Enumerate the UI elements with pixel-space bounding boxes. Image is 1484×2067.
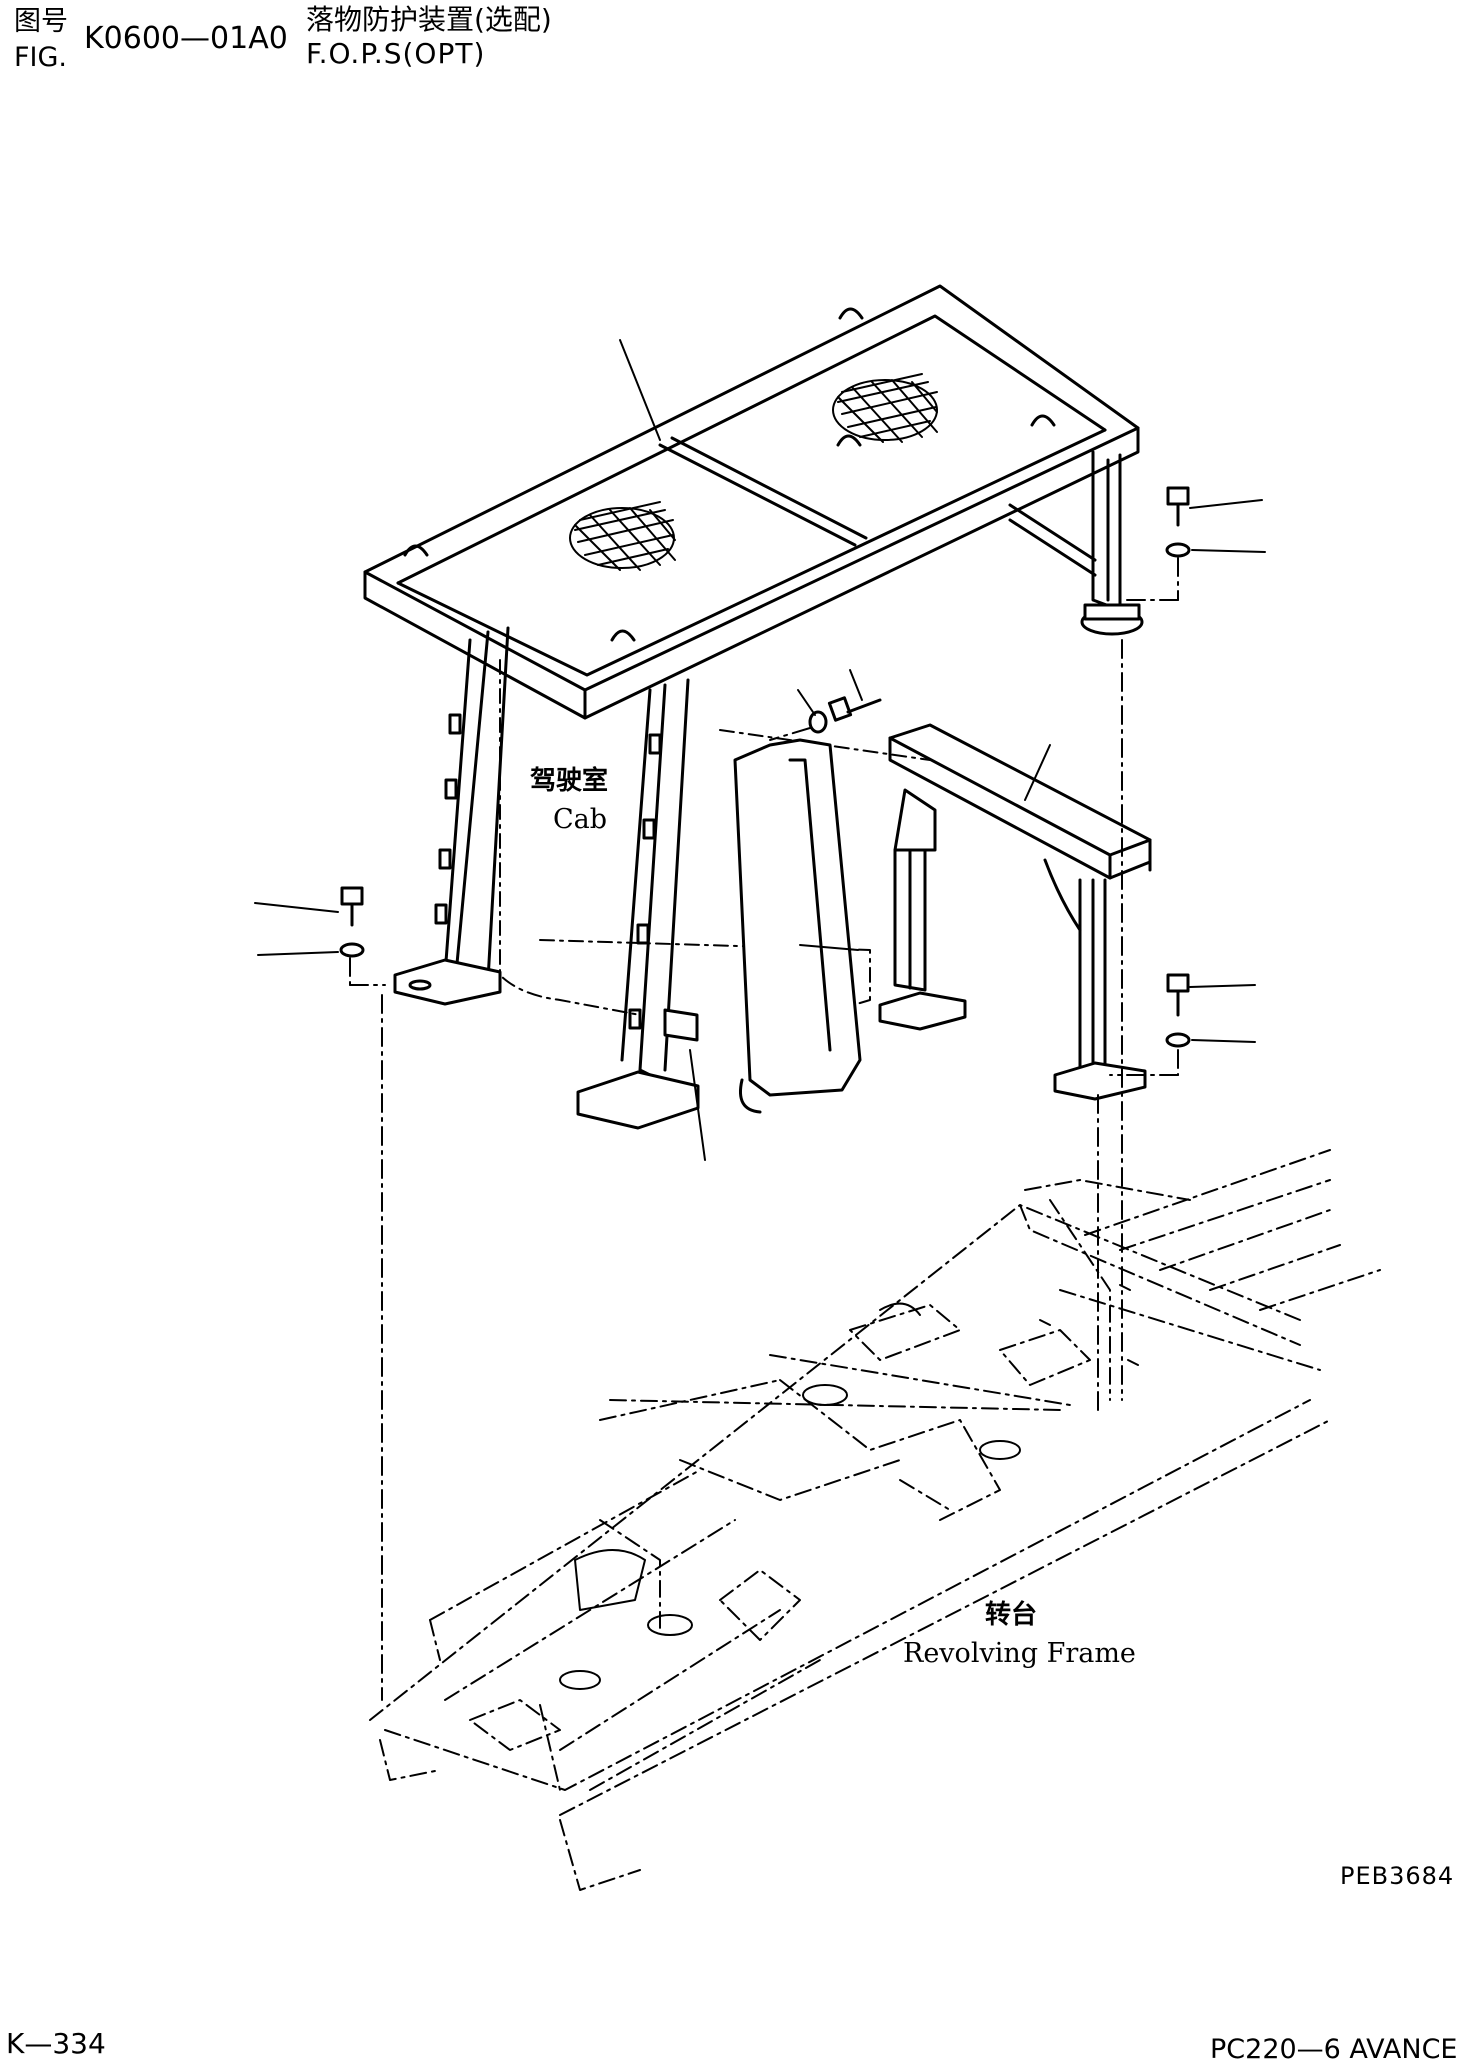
leader-lines — [254, 339, 1266, 1161]
rear-guard-stand — [878, 723, 1152, 1101]
front-guard-grille — [733, 738, 862, 1114]
bolt-center — [808, 696, 882, 734]
bolt-left-top — [339, 886, 365, 958]
fig-code: K0600—01A0 — [84, 21, 288, 56]
fig-label-en: FIG. — [14, 42, 67, 73]
drawing-ref: PEB3684 — [1340, 1862, 1455, 1890]
alignment-lines — [349, 557, 1179, 1701]
model-name: PC220—6 AVANCE — [1210, 2034, 1458, 2065]
frame-label-cn: 转台 — [985, 1600, 1038, 1630]
fig-label-cn: 图号 — [14, 6, 68, 37]
fops-front-left-post — [393, 626, 510, 1006]
cab-label-cn: 驾驶室 — [530, 766, 609, 796]
frame-details — [559, 1284, 1139, 1690]
mesh-panel-left — [569, 501, 676, 571]
revolving-frame — [369, 1149, 1381, 1891]
fops-top-guard — [363, 284, 1140, 720]
cab-outline — [499, 659, 931, 1031]
title-en: F.O.P.S(OPT) — [306, 37, 486, 70]
fops-rear-post — [1008, 450, 1144, 636]
mesh-panel-right — [832, 373, 938, 443]
fops-front-right-post — [576, 678, 700, 1130]
mount-plate — [663, 1008, 699, 1042]
frame-label-en: Revolving Frame — [903, 1638, 1136, 1669]
title-cn: 落物防护装置(选配) — [306, 3, 552, 36]
bolt-right-lower — [1165, 973, 1191, 1048]
cab-label-en: Cab — [553, 804, 608, 835]
page-number: K—334 — [6, 2027, 106, 2060]
bolt-right-top — [1165, 486, 1191, 558]
